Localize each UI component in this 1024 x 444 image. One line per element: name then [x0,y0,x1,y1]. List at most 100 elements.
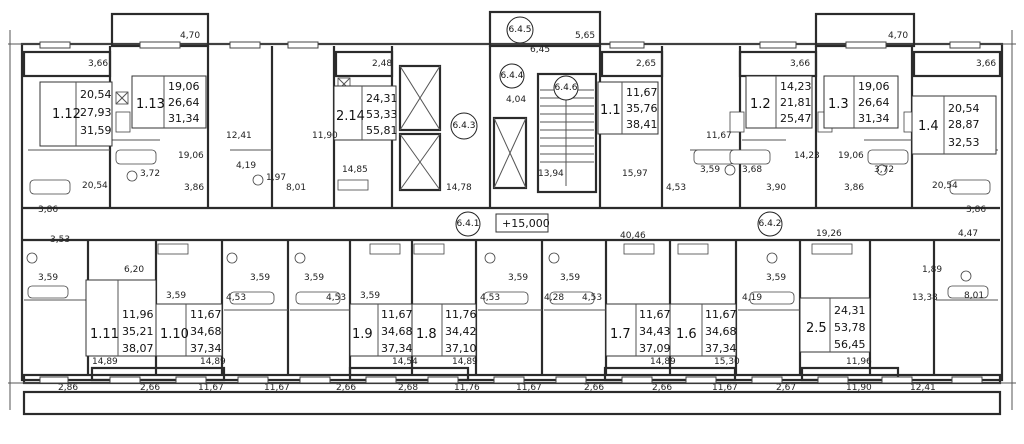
svg-text:6.4.3: 6.4.3 [453,121,476,131]
room-area: 2,68 [398,383,418,393]
room-area: 3,59 [508,273,528,283]
room-area: 19,06 [838,151,864,161]
room-area: 2,48 [372,59,392,69]
room-area: 3,86 [966,205,986,215]
total-area: 27,93 [80,106,112,119]
room-area: 3,66 [88,59,108,69]
total-area: 53,78 [834,321,866,334]
apartment-1-2: 1.2 14,23 21,81 25,47 [745,75,813,129]
room-area: 14,23 [794,151,820,161]
vent-shafts [115,77,805,105]
svg-text:6.4.1: 6.4.1 [457,219,480,229]
room-area: 3,59 [700,165,720,175]
total-area-with-balcony: 56,45 [834,338,866,351]
room-area: 3,59 [166,291,186,301]
svg-text:6.4.5: 6.4.5 [509,25,532,35]
room-area: 3,68 [742,165,762,175]
room-area: 3,86 [38,205,58,215]
apartment-label: 2.14 [336,109,365,124]
room-area: 3,59 [304,273,324,283]
living-area: 11,67 [190,308,222,321]
corridor [22,206,1000,242]
apartment-1-10: 1.10 11,67 34,68 37,34 [155,303,223,357]
living-area: 11,76 [445,308,477,321]
total-area-with-balcony: 37,34 [381,342,413,355]
room-area: 8,01 [964,291,984,301]
room-area: 11,67 [706,131,732,141]
total-area: 28,87 [948,118,980,131]
total-area-with-balcony: 37,10 [445,342,477,355]
room-area: 2,65 [636,59,656,69]
room-area: 14,85 [342,165,368,175]
total-area-with-balcony: 55,81 [366,124,398,137]
room-area: 3,53 [50,235,70,245]
room-area: 14,78 [446,183,472,193]
total-area-with-balcony: 31,59 [80,124,112,137]
node-markers: 6.4.5 6.4.4 6.4.6 6.4.3 6.4.1 6.4.2 [450,16,783,237]
room-area: 3,72 [140,169,160,179]
apartment-1-11: 1.11 11,96 35,21 38,07 [85,279,157,357]
elevation-value: +15,000 [502,217,550,230]
apartment-label: 1.3 [828,97,849,112]
room-area: 20,54 [932,181,958,191]
total-area: 34,43 [639,325,671,338]
room-area: 3,59 [360,291,380,301]
room-area: 3,72 [874,165,894,175]
node-marker: 6.4.5 [506,16,534,44]
total-area: 21,81 [780,96,812,109]
living-area: 11,96 [122,308,154,321]
svg-text:6.4.4: 6.4.4 [501,71,524,81]
room-area: 40,46 [620,231,646,241]
room-area: 2,66 [140,383,160,393]
room-area: 3,86 [844,183,864,193]
apartment-label: 1.4 [918,119,939,134]
room-area: 11,67 [264,383,290,393]
room-area: 12,41 [910,383,936,393]
living-area: 20,54 [80,88,112,101]
apartment-1-4: 1.4 20,54 28,87 32,53 [911,95,997,155]
elevation-mark: +15,000 [495,213,550,233]
apartment-label: 1.10 [160,327,189,342]
room-area: 3,66 [976,59,996,69]
living-area: 24,31 [366,92,398,105]
apartment-1-12: 1.12 20,54 27,93 31,59 [39,81,113,147]
apartment-1-13: 1.13 19,06 26,64 31,34 [131,75,207,129]
room-area: 19,06 [178,151,204,161]
room-area: 3,59 [38,273,58,283]
total-area: 34,68 [381,325,413,338]
apartment-1-8: 1.8 11,76 34,42 37,10 [411,303,477,357]
room-area: 14,54 [392,357,418,367]
node-marker: 6.4.1 [455,211,481,237]
room-area: 4,28 [544,293,564,303]
room-area: 2,66 [652,383,672,393]
apartment-1-1: 1.1 11,67 35,76 38,41 [597,81,659,135]
room-area: 4,04 [506,95,526,105]
room-area: 6,20 [124,265,144,275]
apartment-boxes: 1.12 20,54 27,93 31,59 1.13 19,06 26,64 … [39,75,997,357]
room-area: 13,94 [538,169,564,179]
room-area: 3,59 [766,273,786,283]
apartment-2-5: 2.5 24,31 53,78 56,45 [799,297,871,353]
apartment-1-3: 1.3 19,06 26,64 31,34 [823,75,899,129]
elevator-shafts [398,64,528,192]
total-area: 26,64 [168,96,200,109]
room-area: 15,30 [714,357,740,367]
total-area-with-balcony: 25,47 [780,112,812,125]
living-area: 11,67 [381,308,413,321]
apartment-label: 1.13 [136,97,165,112]
room-area: 11,67 [198,383,224,393]
room-area: 11,90 [312,131,338,141]
room-area: 2,66 [584,383,604,393]
total-area-with-balcony: 38,41 [626,118,658,131]
total-area-with-balcony: 37,34 [705,342,737,355]
total-area-with-balcony: 38,07 [122,342,154,355]
total-area: 35,76 [626,102,658,115]
room-area: 11,76 [454,383,480,393]
room-area: 6,45 [530,45,550,55]
room-area: 2,86 [58,383,78,393]
room-area: 4,53 [582,293,602,303]
room-area: 4,53 [226,293,246,303]
total-area: 35,21 [122,325,154,338]
apartment-label: 1.9 [352,327,373,342]
total-area: 53,33 [366,108,398,121]
